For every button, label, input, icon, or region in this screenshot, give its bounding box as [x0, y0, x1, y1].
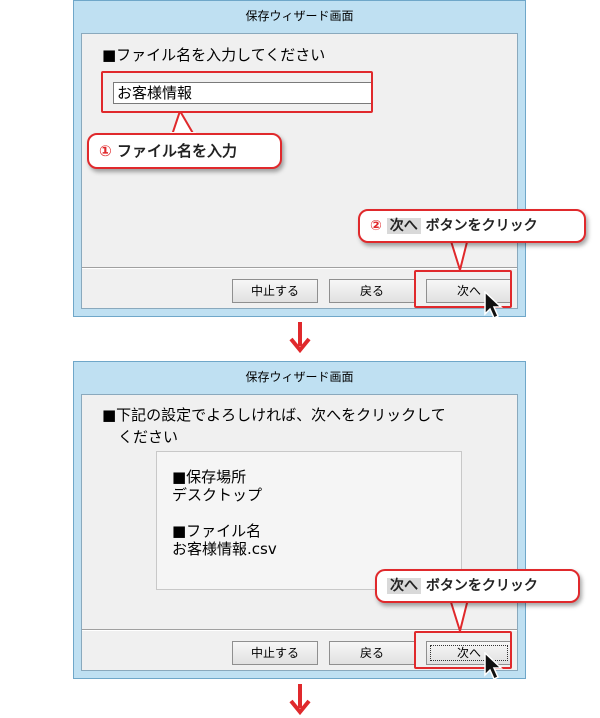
filename-input[interactable]: お客様情報 [113, 82, 373, 104]
callout-click-next: ② 次へ ボタンをクリック [358, 209, 586, 243]
save-location-value: デスクトップ [172, 486, 263, 504]
confirm-prompt: ■下記の設定でよろしければ、次へをクリックして ください [102, 404, 512, 448]
mouse-cursor-icon [484, 652, 503, 680]
next-label-highlight: 次へ [386, 218, 421, 234]
callout-text: ボタンをクリック [421, 578, 538, 594]
callout-tail [448, 599, 470, 633]
mouse-cursor-icon [484, 291, 503, 319]
divider [82, 629, 517, 631]
focus-rectangle [430, 645, 508, 661]
callout-text: ボタンをクリック [420, 218, 538, 234]
next-button[interactable]: 次へ [426, 279, 512, 303]
callout-enter-filename: ① ファイル名を入力 [87, 133, 282, 169]
cancel-button[interactable]: 中止する [232, 641, 318, 665]
back-button[interactable]: 戻る [329, 641, 415, 665]
step-number: ② [370, 218, 382, 234]
confirm-prompt-line2: ください [118, 428, 179, 446]
window-client-area: ■下記の設定でよろしければ、次へをクリックして ください ■保存場所 デスクトッ… [81, 394, 518, 671]
window-title: 保存ウィザード画面 [245, 370, 354, 384]
settings-summary-panel: ■保存場所 デスクトップ ■ファイル名 お客様情報.csv [156, 451, 462, 590]
divider [82, 267, 517, 269]
confirm-prompt-line1: ■下記の設定でよろしければ、次へをクリックして [102, 406, 446, 424]
step-number: ① [99, 142, 112, 160]
down-arrow-icon [289, 322, 311, 354]
callout-tail [170, 111, 196, 135]
callout-click-next: 次へ ボタンをクリック [375, 569, 580, 603]
window-client-area: ■ファイル名を入力してください お客様情報 中止する 戻る 次へ [81, 33, 518, 309]
save-wizard-window-step2: 保存ウィザード画面 ■下記の設定でよろしければ、次へをクリックして ください ■… [73, 361, 526, 679]
save-location-label: ■保存場所 [172, 468, 247, 486]
filename-highlight-box [101, 71, 373, 113]
filename-label: ■ファイル名 [172, 522, 262, 540]
next-highlight-box [414, 631, 512, 669]
next-highlight-box [414, 270, 512, 308]
filename-value: お客様情報.csv [172, 540, 277, 558]
down-arrow-icon [289, 684, 311, 716]
save-wizard-window-step1: 保存ウィザード画面 ■ファイル名を入力してください お客様情報 中止する 戻る … [73, 0, 526, 317]
next-label-highlight: 次へ [387, 578, 421, 594]
callout-tail [448, 238, 470, 272]
callout-text: ファイル名を入力 [116, 142, 237, 160]
cancel-button[interactable]: 中止する [232, 279, 318, 303]
next-button[interactable]: 次へ [426, 641, 512, 665]
window-title: 保存ウィザード画面 [245, 9, 354, 23]
back-button[interactable]: 戻る [329, 279, 415, 303]
next-button-label: 次へ [456, 284, 481, 298]
filename-prompt: ■ファイル名を入力してください [102, 46, 326, 64]
next-button-label: 次へ [456, 646, 481, 660]
